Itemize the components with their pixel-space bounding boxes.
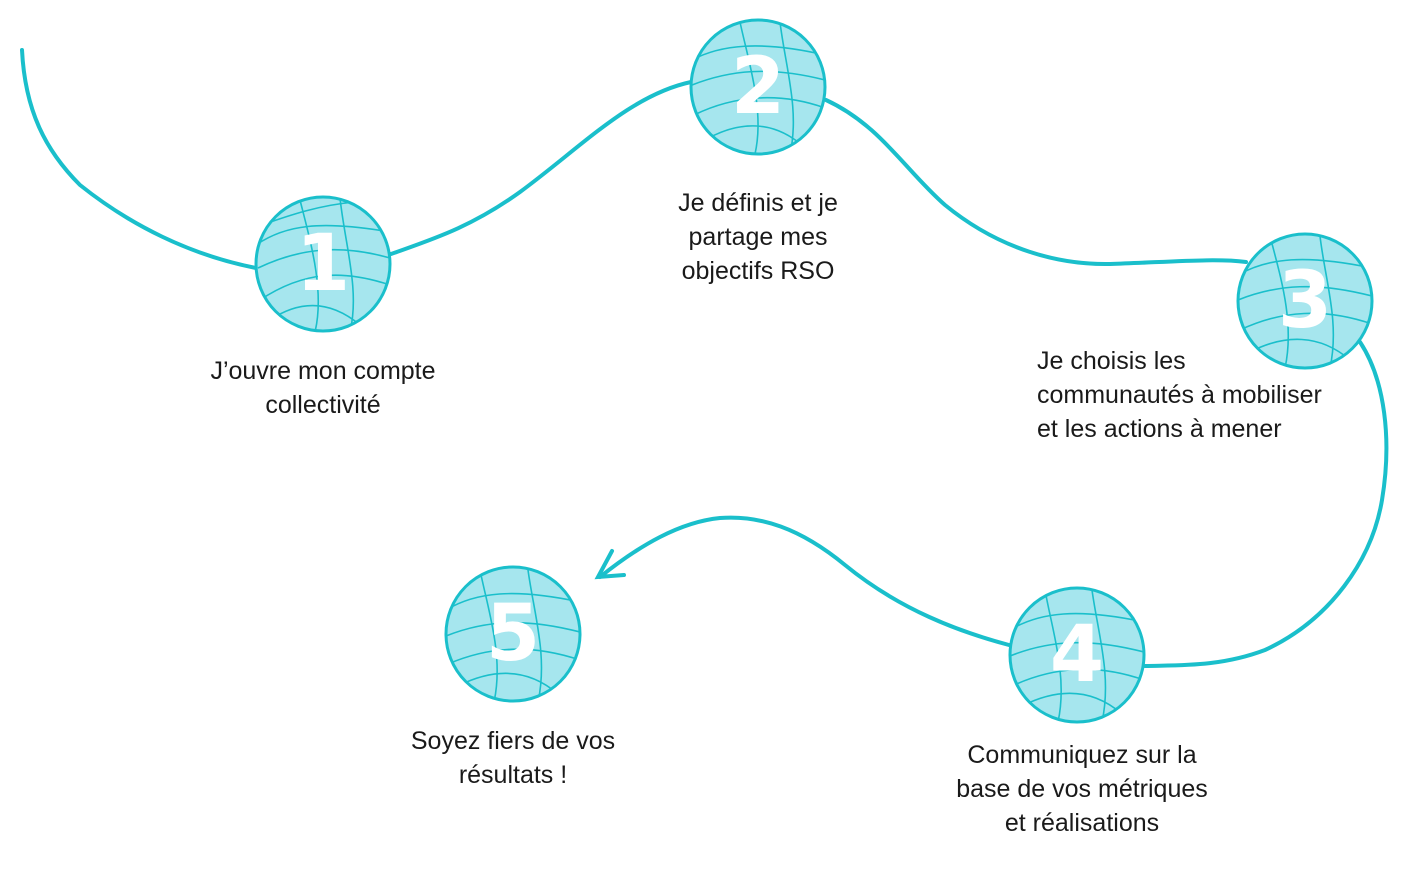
journey-path xyxy=(20,48,1389,668)
label-line: J’ouvre mon compte xyxy=(210,357,436,385)
label-line: résultats ! xyxy=(458,761,568,789)
step-4-label: Communiquez sur la base de vos métriques… xyxy=(922,738,1242,840)
step-3-marker: 3 xyxy=(1236,232,1374,370)
label-line: et réalisations xyxy=(1004,809,1160,837)
step-5-marker: 5 xyxy=(444,565,582,703)
label-line: Je choisis les xyxy=(1037,347,1186,375)
step-number: 2 xyxy=(731,42,785,132)
leaf-texture-icon xyxy=(1238,235,1372,368)
label-line: base de vos métriques xyxy=(956,775,1208,803)
step-number: 5 xyxy=(486,589,540,679)
step-4-marker: 4 xyxy=(1008,586,1146,724)
label-line: et les actions à mener xyxy=(1037,415,1282,443)
label-line: communautés à mobiliser xyxy=(1037,381,1322,409)
step-2-marker: 2 xyxy=(689,18,827,156)
path-step-1-to-2 xyxy=(389,80,693,256)
path-step-4-to-5 xyxy=(598,515,1011,647)
step-2-label: Je définis et je partage mes objectifs R… xyxy=(608,186,908,288)
step-number: 1 xyxy=(296,219,350,309)
step-3-label: Je choisis les communautés à mobiliser e… xyxy=(1037,344,1397,446)
label-line: objectifs RSO xyxy=(681,257,835,285)
step-1-marker: 1 xyxy=(254,195,392,333)
label-line: Je définis et je xyxy=(678,189,838,217)
label-line: Soyez fiers de vos xyxy=(410,727,616,755)
label-line: partage mes xyxy=(688,223,828,251)
step-1-label: J’ouvre mon compte collectivité xyxy=(173,354,473,422)
leaf-texture-icon xyxy=(1010,589,1144,722)
path-step-2-to-3 xyxy=(824,98,1248,267)
arrow-head-icon xyxy=(594,549,626,580)
step-number: 4 xyxy=(1050,610,1104,700)
leaf-texture-icon xyxy=(446,569,580,701)
path-start-to-step-1 xyxy=(20,48,258,270)
step-5-label: Soyez fiers de vos résultats ! xyxy=(363,724,663,792)
leaf-texture-icon xyxy=(691,21,825,154)
step-number: 3 xyxy=(1278,256,1332,346)
label-line: Communiquez sur la xyxy=(967,741,1197,769)
path-step-3-to-4 xyxy=(1143,340,1389,668)
label-line: collectivité xyxy=(265,391,381,419)
leaf-texture-icon xyxy=(256,197,390,331)
